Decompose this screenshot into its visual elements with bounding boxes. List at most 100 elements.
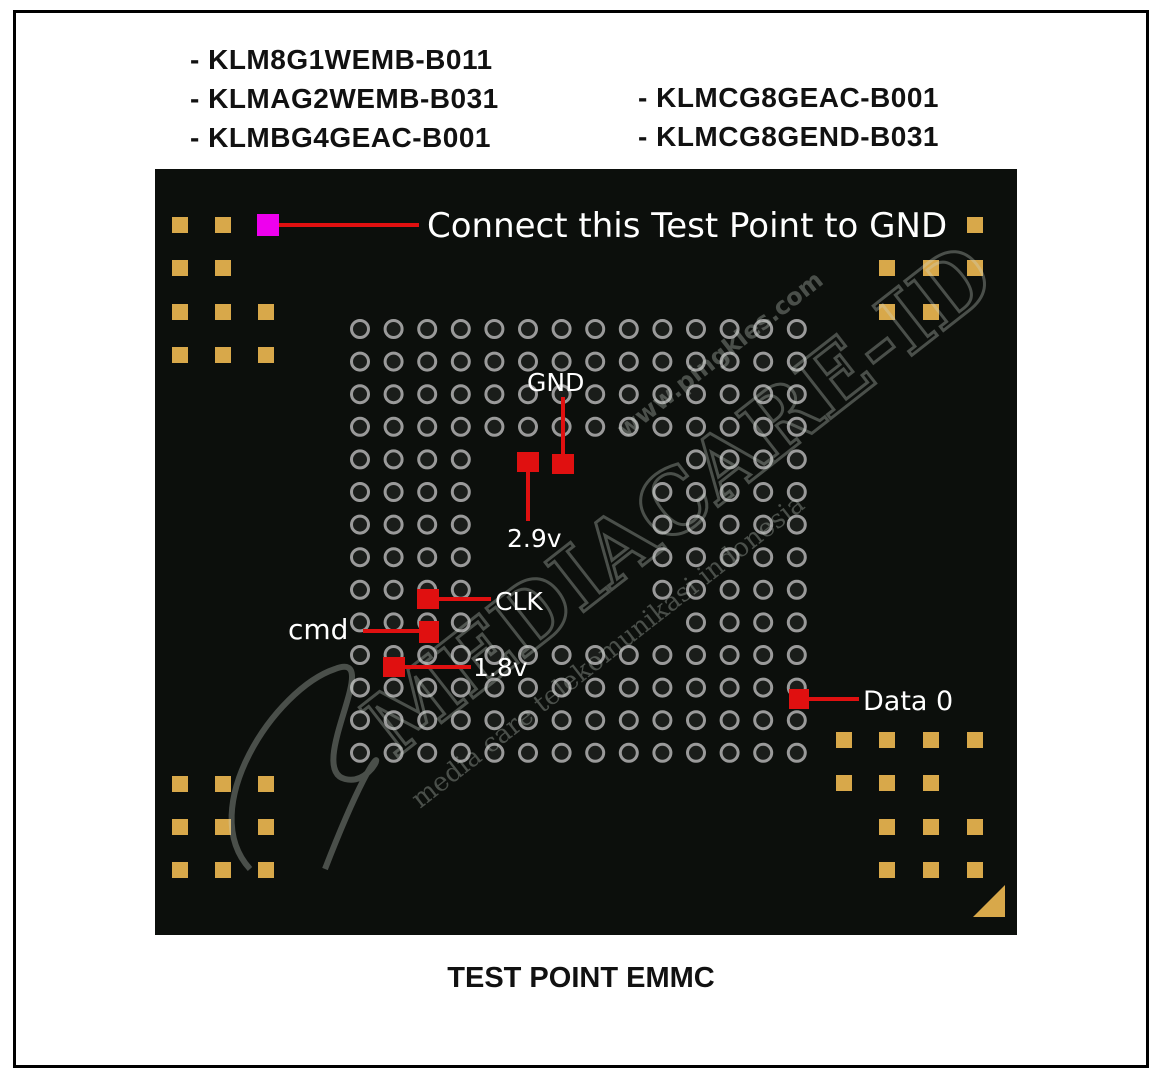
bga-ball (753, 579, 774, 600)
v18-marker (383, 657, 405, 677)
bga-ball (551, 677, 572, 698)
bga-ball (618, 645, 639, 665)
chip-pad (172, 776, 188, 792)
chip-pad (967, 819, 983, 835)
bga-ball (417, 319, 438, 339)
bga-ball (585, 416, 606, 437)
bga-ball (686, 742, 706, 763)
bga-ball (417, 677, 438, 698)
data0-label: Data 0 (863, 686, 953, 717)
bga-ball (383, 612, 404, 633)
chip-pad (215, 819, 231, 835)
bga-ball (450, 742, 471, 763)
bga-ball (652, 319, 673, 339)
gnd-marker (552, 454, 574, 474)
bga-ball (350, 449, 370, 470)
bga-ball (686, 710, 706, 731)
bga-ball (686, 482, 706, 502)
chip-pad (923, 304, 939, 320)
chip-pad (879, 732, 895, 748)
bga-ball (652, 482, 673, 502)
bga-ball (786, 351, 807, 372)
bga-ball (350, 547, 370, 568)
bga-ball (484, 742, 505, 763)
chip-pad (967, 260, 983, 276)
bga-ball (551, 319, 572, 339)
chip-pad (172, 347, 188, 363)
bga-ball (450, 612, 471, 633)
model-item: - KLMCG8GEAC-B001 (638, 82, 939, 113)
bga-ball (786, 645, 807, 665)
bga-ball (585, 351, 606, 372)
bga-ball (417, 449, 438, 470)
bga-ball (417, 351, 438, 372)
watermark-logo (228, 663, 380, 872)
chip-pad (967, 217, 983, 233)
chip-pad (923, 819, 939, 835)
bga-ball (518, 384, 538, 405)
bga-ball (518, 319, 538, 339)
bga-ball (786, 742, 807, 763)
bga-ball (753, 677, 774, 698)
bga-ball (350, 677, 370, 698)
bga-ball (350, 579, 370, 600)
bga-ball (719, 351, 740, 372)
bga-ball (652, 547, 673, 568)
bga-ball (719, 384, 740, 405)
chip-pad (258, 862, 274, 878)
gnd-label: GND (527, 368, 584, 397)
bga-ball (450, 351, 471, 372)
bga-ball (686, 514, 706, 535)
bga-ball (753, 514, 774, 535)
bga-ball (484, 710, 505, 731)
chip-pad (258, 819, 274, 835)
bga-ball (450, 547, 471, 568)
bga-ball (350, 514, 370, 535)
bga-ball (652, 384, 673, 405)
bga-ball (719, 482, 740, 502)
bga-ball (786, 710, 807, 731)
bga-ball (484, 319, 505, 339)
model-item: - KLMCG8GEND-B031 (638, 121, 939, 152)
bga-ball (450, 677, 471, 698)
bga-ball (585, 319, 606, 339)
bga-ball (719, 416, 740, 437)
bga-ball (350, 612, 370, 633)
bga-ball (383, 514, 404, 535)
bga-ball (652, 645, 673, 665)
chip-pad (172, 819, 188, 835)
bga-ball (450, 384, 471, 405)
bga-ball (518, 416, 538, 437)
bga-ball (484, 384, 505, 405)
bga-ball (551, 742, 572, 763)
v18-label: 1.8v (473, 653, 528, 682)
corner-pads (172, 217, 983, 878)
clk-marker (417, 589, 439, 609)
chip-pad (258, 347, 274, 363)
bga-ball (518, 742, 538, 763)
chip-pad (215, 217, 231, 233)
chip-pad (215, 347, 231, 363)
data0-marker (789, 689, 809, 709)
model-item: - KLMAG2WEMB-B031 (190, 83, 499, 114)
bga-ball (786, 449, 807, 470)
chip-pad (215, 776, 231, 792)
bga-ball (551, 710, 572, 731)
pin1-corner-marker (973, 885, 1005, 917)
bga-ball (518, 677, 538, 698)
bga-ball (383, 482, 404, 502)
bga-ball (686, 612, 706, 633)
bga-ball (417, 384, 438, 405)
bga-ball (686, 449, 706, 470)
emmc-chip-image: MEDIACARE-ID media care telekomunikasi i… (155, 169, 1017, 935)
chip-pad (172, 304, 188, 320)
bga-ball (383, 384, 404, 405)
chip-pad (923, 862, 939, 878)
bga-ball (417, 514, 438, 535)
chip-pad (923, 260, 939, 276)
bga-ball (618, 710, 639, 731)
bga-ball (585, 710, 606, 731)
bga-ball (786, 579, 807, 600)
bga-ball (383, 449, 404, 470)
bga-ball (652, 514, 673, 535)
